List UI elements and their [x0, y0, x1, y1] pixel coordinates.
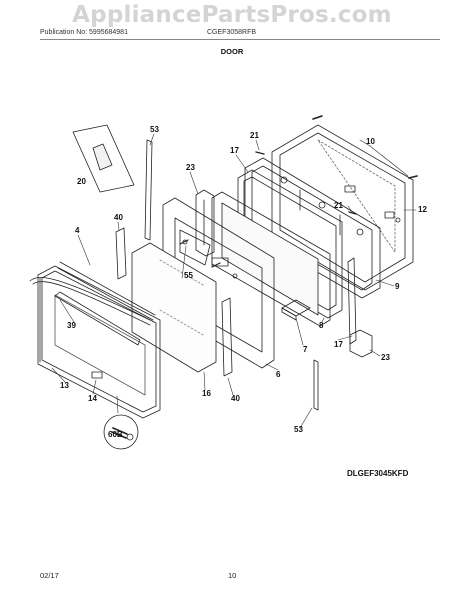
- model-number: CGEF3058RFB: [207, 29, 257, 36]
- label-23-top: 23: [186, 163, 195, 172]
- section-title: DOOR: [220, 47, 244, 56]
- side-channel-part-17: [347, 257, 357, 345]
- label-39: 39: [67, 321, 76, 330]
- label-60b: 60B: [108, 430, 123, 439]
- label-4: 4: [75, 226, 80, 235]
- watermark: AppliancePartsPros.com: [72, 2, 392, 28]
- inset-box-part-20: [72, 124, 135, 193]
- label-20: 20: [77, 177, 86, 186]
- header-rule: [40, 39, 440, 40]
- screw-part-60b: [103, 414, 139, 450]
- footer-date: 02/17: [40, 571, 59, 580]
- door-handle-part-39: [29, 277, 151, 346]
- label-53-bottom: 53: [294, 425, 303, 434]
- spacer-part-7: [281, 299, 311, 321]
- bracket-part-55: [179, 239, 221, 268]
- label-8: 8: [319, 321, 324, 330]
- hinge-part-23-top: [195, 189, 215, 257]
- label-14: 14: [88, 394, 97, 403]
- trim-part-4: [57, 261, 156, 321]
- label-40-top: 40: [114, 213, 123, 222]
- gasket-part-53-top: [144, 139, 153, 241]
- inner-glass-part-16: [131, 242, 217, 373]
- label-55: 55: [184, 271, 193, 280]
- label-17-top: 17: [230, 146, 239, 155]
- label-10: 10: [366, 137, 375, 146]
- label-12: 12: [418, 205, 427, 214]
- channel-part-40-bottom: [221, 297, 233, 377]
- label-21-top: 21: [250, 131, 259, 140]
- label-9: 9: [395, 282, 400, 291]
- label-6: 6: [276, 370, 281, 379]
- part-number-labels: 53 21 10 17 23 20 21 12 40 4 55 9 39 8 1…: [60, 125, 427, 439]
- label-21-mid: 21: [334, 201, 343, 210]
- label-7: 7: [303, 345, 308, 354]
- hinge-part-23-bottom: [349, 329, 373, 358]
- label-40-bottom: 40: [231, 394, 240, 403]
- leader-lines: [51, 133, 417, 429]
- label-13: 13: [60, 381, 69, 390]
- label-16: 16: [202, 389, 211, 398]
- channel-part-40-top: [115, 227, 127, 280]
- publication-number: Publication No: 5995684981: [40, 29, 128, 36]
- label-17-bottom: 17: [334, 340, 343, 349]
- page-number: 10: [228, 571, 237, 580]
- badge-part-14: [91, 371, 103, 379]
- outer-door-panel-part-13: [37, 265, 161, 419]
- screw-part-21-top: [255, 151, 265, 155]
- label-23-bottom: 23: [381, 353, 390, 362]
- diagram-code: DLGEF3045KFD: [347, 469, 409, 478]
- gasket-part-53-bottom: [313, 359, 319, 411]
- screw-part-21-mid: [348, 211, 357, 215]
- screws-part-10: [312, 115, 418, 179]
- label-53-top: 53: [150, 125, 159, 134]
